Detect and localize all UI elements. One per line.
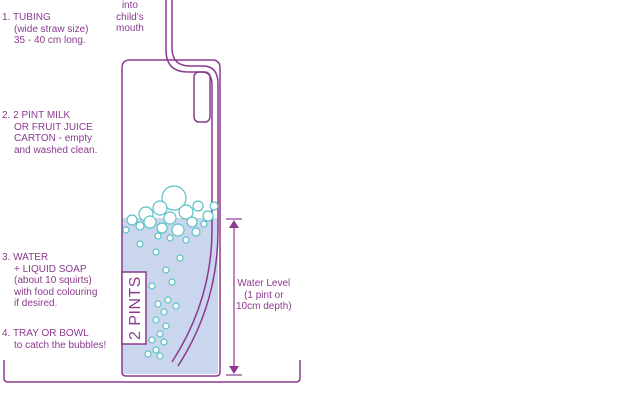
- label-line: (wide straw size): [14, 23, 89, 35]
- label-line: (about 10 squirts): [14, 275, 92, 286]
- tray-outline: [3, 360, 301, 383]
- label-line: 3. WATER: [2, 252, 49, 263]
- label-line: CARTON - empty: [14, 133, 92, 144]
- label-line: to catch the bubbles!: [14, 339, 107, 351]
- label-line: mouth: [116, 23, 144, 34]
- carton-outline: [121, 59, 221, 377]
- label-carton: 2. 2 PINT MILK OR FRUIT JUICE CARTON - e…: [2, 110, 97, 156]
- label-line: 35 - 40 cm long.: [14, 35, 86, 46]
- tubing-inner: [171, 0, 219, 367]
- label-line: (1 pint or: [244, 289, 284, 301]
- label-line: with food colouring: [14, 286, 98, 298]
- label-line: 4. TRAY OR BOWL: [2, 328, 89, 339]
- bubbles: [122, 185, 219, 360]
- label-line: and washed clean.: [14, 144, 98, 156]
- label-line: + LIQUID SOAP: [14, 263, 87, 275]
- label-line: Water Level: [237, 278, 291, 289]
- label-line: 10cm depth): [236, 301, 292, 312]
- label-water-level: Water Level (1 pint or 10cm depth): [236, 278, 292, 313]
- label-line: if desired.: [14, 298, 58, 309]
- label-water: 3. WATER + LIQUID SOAP (about 10 squirts…: [2, 252, 97, 310]
- water-level-arrow: [226, 218, 242, 376]
- label-line: 2. 2 PINT MILK: [2, 110, 71, 121]
- pints-mark-box: [121, 271, 147, 345]
- label-tubing: 1. TUBING (wide straw size) 35 - 40 cm l…: [2, 12, 88, 47]
- tubing: [165, 0, 213, 363]
- label-line: into: [121, 0, 138, 11]
- label-tray: 4. TRAY OR BOWL to catch the bubbles!: [2, 328, 106, 351]
- label-line: child's: [116, 11, 144, 23]
- label-line: OR FRUIT JUICE: [14, 121, 93, 133]
- pints-mark-text: 2 PINTS: [127, 276, 144, 340]
- carton-handle: [193, 71, 211, 123]
- label-into-mouth: into child's mouth: [116, 0, 144, 35]
- label-line: 1. TUBING: [2, 12, 51, 23]
